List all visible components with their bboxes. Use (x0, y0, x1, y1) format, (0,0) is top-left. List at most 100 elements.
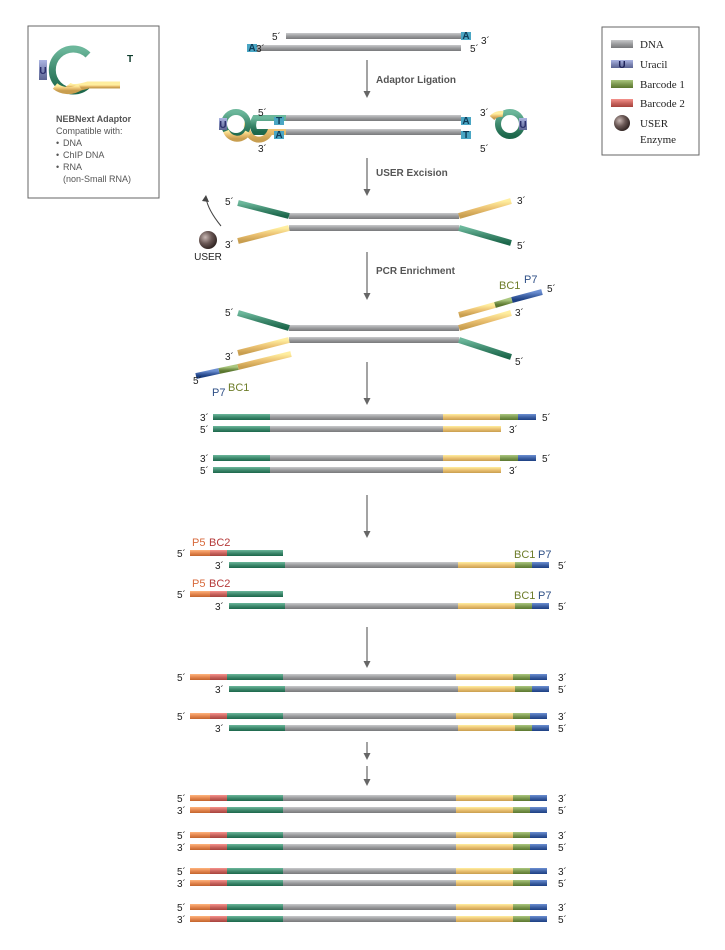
end-label: 5´ (517, 240, 526, 252)
primer-left-bc1 (218, 364, 239, 374)
end-label: 3´ (177, 805, 186, 817)
full-top-strand-segment (210, 674, 227, 680)
full-top-strand-segment (190, 713, 210, 719)
product-strand-segment (532, 603, 549, 609)
library-top-strand-segment (227, 832, 283, 838)
info-subtitle: Compatible with: (56, 126, 123, 136)
full-top-strand-segment (227, 713, 283, 719)
end-label: 5´ (200, 465, 209, 477)
end-label: 3´ (215, 684, 224, 696)
library-top-strand-segment (530, 832, 547, 838)
barcode1-swatch (611, 80, 633, 88)
product-strand-segment (458, 603, 515, 609)
uracil-mark (39, 60, 47, 80)
library-bottom-strand-segment (283, 880, 456, 886)
library-bottom-strand-segment (210, 916, 227, 922)
library-bottom-strand-segment (190, 807, 210, 813)
template-strand-segment (270, 467, 443, 473)
end-label: 5´ (558, 914, 567, 926)
dna-top-strand-segment (286, 33, 461, 39)
end-label: 3´ (515, 307, 524, 319)
end-label: 5´ (177, 902, 186, 914)
library-top-strand-segment (456, 868, 513, 874)
excised-bottom-strand (289, 225, 459, 231)
p5-primer (190, 591, 283, 597)
extended-strand-segment (443, 414, 500, 420)
full-bottom-strand-segment (515, 725, 532, 731)
legend-label: Barcode 1 (640, 79, 685, 91)
library-top-strand-segment (456, 832, 513, 838)
uracil-letter: U (219, 120, 226, 131)
end-label: 5´ (258, 107, 267, 119)
library-top-strand (190, 795, 547, 801)
extended-strand-segment (518, 455, 536, 461)
end-label: 5´ (558, 842, 567, 854)
right-top-arm (458, 310, 512, 331)
bc2-tag: BC2 (209, 537, 230, 549)
library-top-strand-segment (210, 832, 227, 838)
a-tail-bottom-letter: A (248, 43, 255, 54)
end-label: 3´ (215, 601, 224, 613)
right-top-arm (458, 198, 512, 219)
end-label: 5´ (177, 793, 186, 805)
step-arrow (363, 627, 371, 668)
end-label: 5´ (542, 412, 551, 424)
end-label: 3´ (558, 711, 567, 723)
end-label: 3´ (481, 35, 490, 47)
excised-top-strand-segment (289, 213, 459, 219)
extended-strand-segment (213, 455, 270, 461)
end-label: 5´ (547, 283, 556, 295)
product-strand (229, 562, 549, 568)
library-bottom-strand (190, 916, 547, 922)
full-top-strand-segment (210, 713, 227, 719)
primer-right (458, 302, 496, 318)
full-bottom-strand (229, 686, 549, 692)
primer-left-p7 (195, 368, 220, 379)
bc1-tag: BC1 (514, 549, 535, 561)
template-strand-segment (443, 426, 501, 432)
end-label: 5´ (515, 356, 524, 368)
product-strand-segment (532, 562, 549, 568)
dna-bottom-strand (247, 45, 461, 51)
library-top-strand-segment (283, 832, 456, 838)
a-tail-top: A (461, 31, 471, 42)
pcr-top-strand (289, 325, 459, 331)
uracil-swatch (611, 60, 633, 68)
a-tail-right-letter: A (462, 116, 469, 127)
left-top-arm (237, 200, 290, 219)
right-bottom-arm (458, 337, 512, 360)
legend-label: DNA (640, 39, 664, 51)
excised-bottom-strand-segment (289, 225, 459, 231)
end-label: 3´ (200, 412, 209, 424)
end-label: 5´ (470, 43, 479, 55)
end-label: 5´ (558, 723, 567, 735)
library-bottom-strand-segment (513, 880, 530, 886)
library-bottom-strand-segment (456, 916, 513, 922)
full-top-strand (190, 713, 547, 719)
library-bottom-strand-segment (456, 880, 513, 886)
user-enzyme-label: USER (194, 252, 222, 263)
step-arrow (363, 742, 371, 760)
library-top-strand-segment (227, 795, 283, 801)
step-label-enrichment: PCR Enrichment (376, 266, 456, 277)
t-overhang-left-letter: T (276, 116, 282, 127)
uracil-letter: U (519, 120, 526, 131)
library-top-strand-segment (210, 795, 227, 801)
extended-strand-segment (500, 455, 518, 461)
end-label: 5´ (225, 307, 234, 319)
library-bottom-strand-segment (190, 916, 210, 922)
t-overhang-right-letter: T (463, 130, 469, 141)
library-top-strand-segment (190, 795, 210, 801)
full-top-strand-segment (513, 713, 530, 719)
end-label: 5´ (225, 196, 234, 208)
bullet-icon: • (56, 150, 59, 160)
info-item: RNA (63, 162, 82, 172)
end-label: 3´ (215, 723, 224, 735)
full-top-strand-segment (190, 674, 210, 680)
full-top-strand-segment (283, 713, 456, 719)
legend-label: Barcode 2 (640, 98, 685, 110)
library-top-strand (190, 868, 547, 874)
end-label: 5´ (177, 548, 186, 560)
end-label: 3´ (225, 351, 234, 363)
p5-primer-segment (227, 591, 283, 597)
